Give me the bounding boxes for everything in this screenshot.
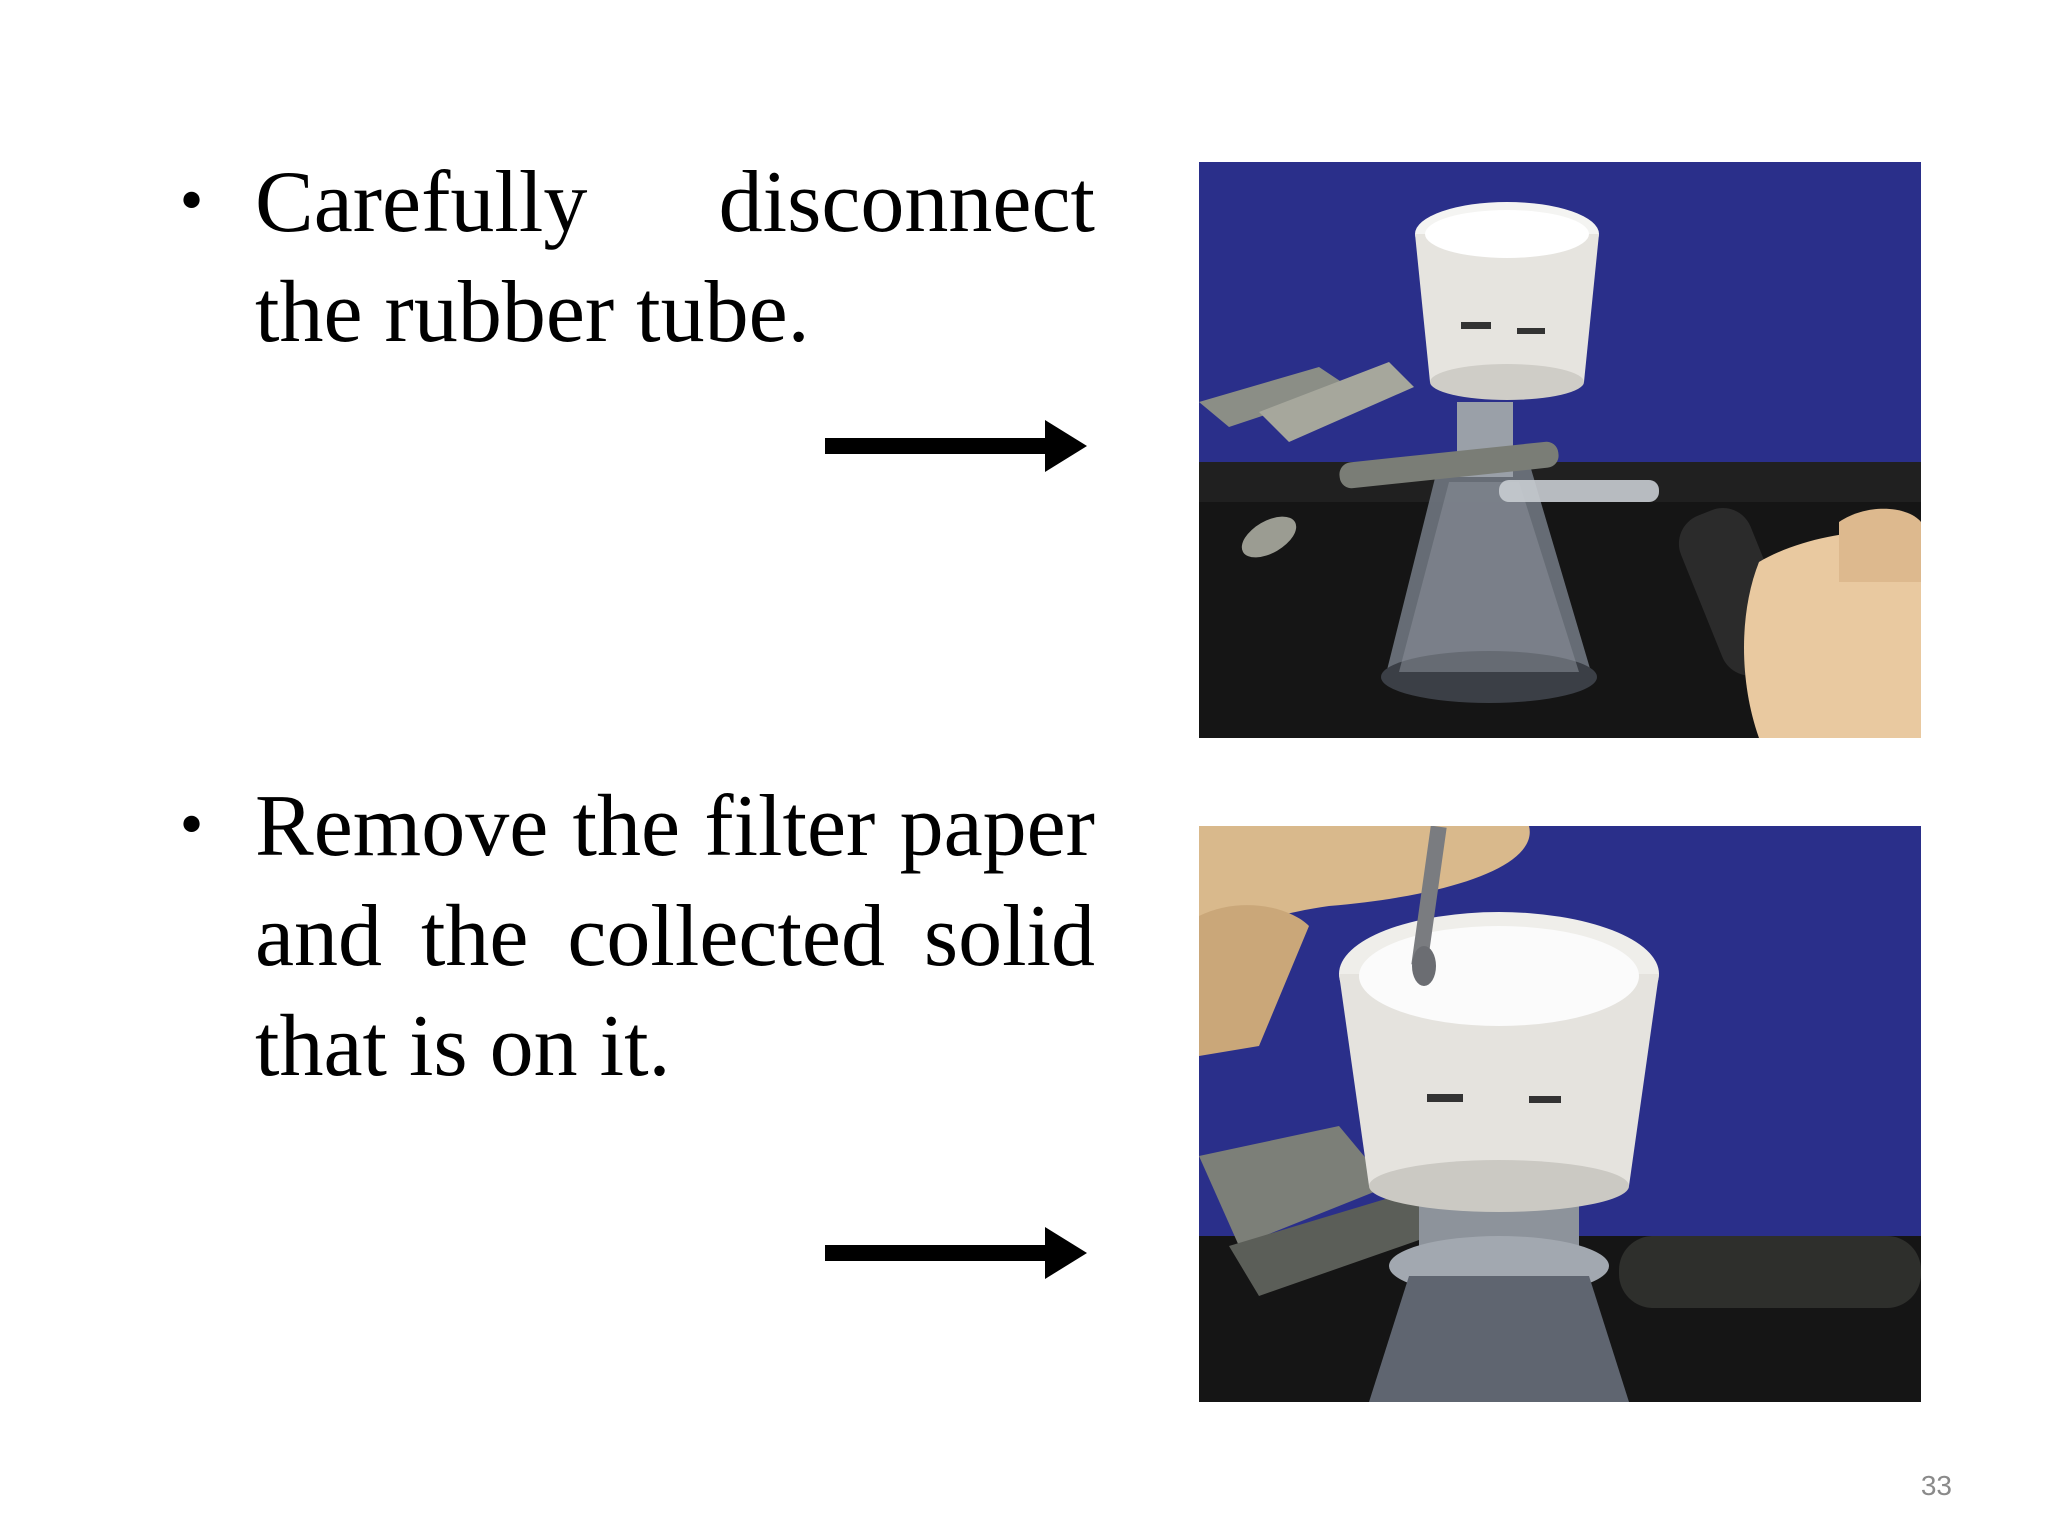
bullet-dot: • [175, 794, 209, 859]
right-arrow-icon [825, 420, 1087, 472]
lab-photo-disconnect-tube [1199, 162, 1921, 738]
bullet-text-1: Carefully disconnect the rubber tube. [255, 154, 1095, 361]
bullet-text-2: Remove the filter paper and the collecte… [255, 778, 1095, 1095]
lab-photo-remove-filter-paper [1199, 826, 1921, 1402]
bullet-item-2: • Remove the filter paper and the collec… [175, 772, 1095, 1102]
bullet-item-1: • Carefully disconnect the rubber tube. [175, 148, 1095, 368]
page-number: 33 [1920, 1470, 1952, 1501]
right-arrow-icon [825, 1227, 1087, 1279]
bullet-dot: • [175, 170, 209, 235]
